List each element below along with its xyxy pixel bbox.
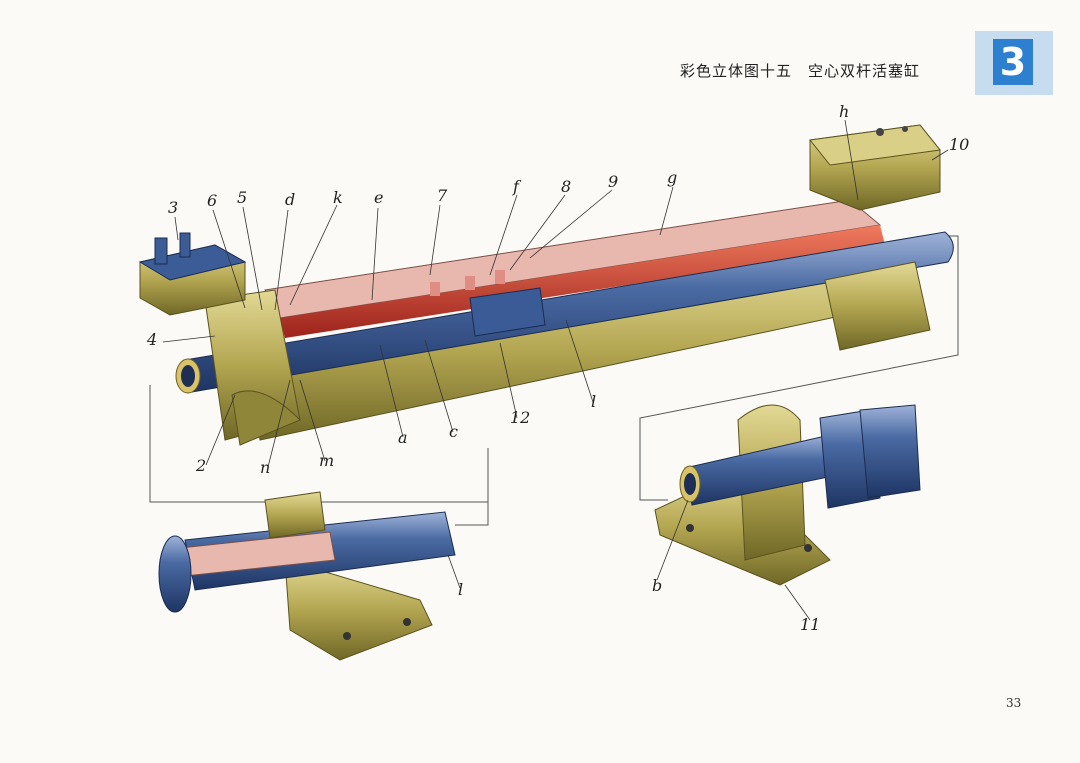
label-5: 5 bbox=[237, 188, 248, 207]
label-n: n bbox=[260, 458, 271, 477]
label-4: 4 bbox=[147, 330, 158, 349]
label-m: m bbox=[319, 451, 335, 470]
label-b: b bbox=[652, 576, 663, 595]
label-9: 9 bbox=[608, 172, 619, 191]
label-l-main: l bbox=[591, 392, 597, 411]
label-8: 8 bbox=[561, 177, 572, 196]
label-g: g bbox=[667, 168, 678, 187]
label-6: 6 bbox=[207, 191, 218, 210]
label-l-detail: l bbox=[458, 580, 464, 599]
label-h: h bbox=[839, 102, 850, 121]
label-11: 11 bbox=[800, 615, 821, 634]
label-3: 3 bbox=[168, 198, 179, 217]
leader-lines bbox=[162, 119, 949, 621]
figure-caption: 彩色立体图十五 空心双杆活塞缸 bbox=[679, 62, 920, 80]
section-badge-number: 3 bbox=[993, 39, 1033, 85]
piston bbox=[469, 287, 546, 337]
label-2: 2 bbox=[196, 456, 207, 475]
oil-chamber bbox=[280, 225, 885, 338]
oil-port-fitting bbox=[154, 237, 168, 265]
label-d: d bbox=[285, 190, 296, 209]
section-badge: 3 bbox=[975, 31, 1053, 95]
right-end-cap bbox=[824, 261, 931, 351]
label-f: f bbox=[513, 177, 519, 196]
label-c: c bbox=[449, 422, 458, 441]
label-7: 7 bbox=[437, 186, 448, 205]
main-cylinder bbox=[138, 124, 954, 446]
leader-bracket-right bbox=[639, 235, 959, 501]
left-end-detail bbox=[158, 491, 456, 661]
label-k: k bbox=[333, 188, 343, 207]
label-10: 10 bbox=[949, 135, 970, 154]
label-12: 12 bbox=[510, 408, 531, 427]
label-a: a bbox=[398, 428, 408, 447]
page-number: 33 bbox=[1006, 696, 1022, 710]
right-end-detail bbox=[654, 404, 921, 586]
label-e: e bbox=[374, 188, 384, 207]
